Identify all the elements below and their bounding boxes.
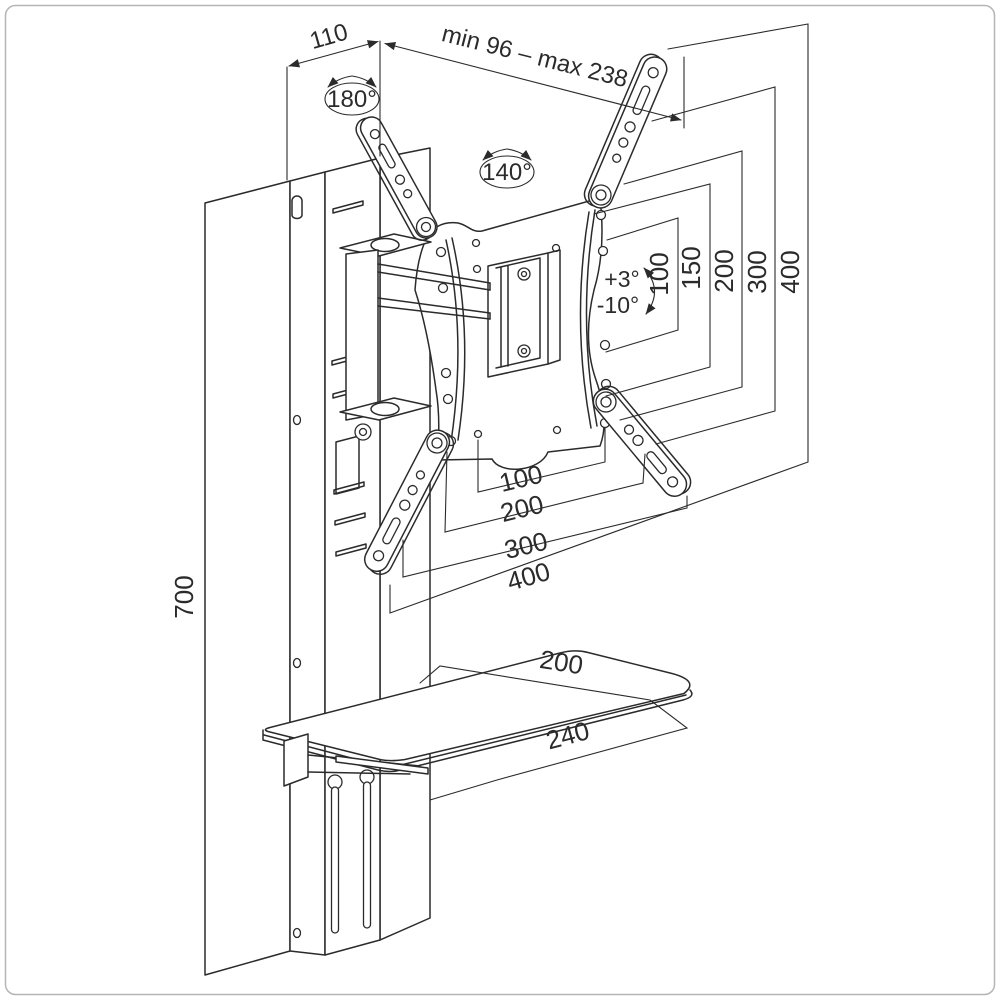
dim-label-height-150: 150: [676, 246, 706, 289]
flange-hole: [292, 414, 302, 426]
dim-vesa-heights: 100 150 200 300 400: [593, 23, 809, 463]
dim-width-400: 400: [389, 461, 809, 614]
arm-track-left: [445, 239, 459, 443]
angle-tilt: +3° -10°: [597, 266, 656, 318]
angle-label-swivel-tv: 140°: [482, 159, 532, 186]
angle-label-tilt-up: +3°: [604, 266, 639, 292]
shelf-bracket: [283, 733, 309, 787]
vesa-arm-bottom-right: [592, 385, 692, 497]
av-shelf: [262, 650, 693, 787]
dim-height-400: 400: [667, 23, 809, 463]
dim-label-column-height: 700: [169, 575, 199, 618]
shelf-brace-lower: [307, 771, 411, 775]
arm-track-left-inner: [451, 237, 466, 441]
vesa-plate: [414, 197, 612, 470]
dim-height-150: 150: [593, 183, 711, 397]
rail-long-slots: [327, 769, 375, 934]
swivel-arm-bars: [377, 263, 491, 320]
canvas-border: [4, 4, 996, 996]
tilt-arrow: [643, 267, 656, 315]
wall-plate-face: [204, 180, 291, 976]
dim-label-height-100: 100: [644, 252, 674, 295]
angle-swivel-arm: 180°: [324, 75, 380, 116]
dim-height-300: 300: [651, 86, 776, 445]
arm-track-right: [579, 211, 592, 429]
angle-label-tilt-down: -10°: [597, 292, 639, 318]
bracket-bottom-flange: [339, 397, 432, 421]
dim-label-height-200: 200: [709, 249, 739, 292]
rail-rect-cutout: [335, 435, 360, 495]
flange-hole: [292, 657, 302, 669]
dim-label-column-depth: 110: [307, 19, 351, 56]
angle-swivel-tv: 140°: [479, 148, 535, 189]
keyhole-slot: [291, 195, 303, 220]
tilt-mechanism-recess: [487, 249, 561, 378]
bracket-top-notch: [370, 237, 400, 253]
angle-label-swivel-arm: 180°: [327, 86, 377, 113]
dim-label-height-400: 400: [775, 250, 805, 293]
shelf-top-surface: [264, 650, 691, 762]
wall-plate: [204, 180, 291, 976]
flange-hole: [292, 927, 302, 939]
pivot-arm-assembly: [339, 233, 491, 441]
dim-label-height-300: 300: [742, 250, 772, 293]
dim-height-200: 200: [619, 150, 743, 421]
dim-label-shelf-depth: 200: [538, 644, 586, 680]
dim-width-200: 200: [444, 451, 646, 533]
bracket-bottom-notch: [370, 401, 400, 417]
bracket-web: [345, 249, 379, 421]
shelf-front-lip: [335, 755, 429, 775]
dim-vesa-widths: 100 200 300 400: [389, 427, 809, 614]
bracket-bolt-center: [358, 427, 368, 437]
rail-left-flange: [289, 171, 326, 956]
dim-height-100: 100: [605, 217, 679, 353]
vesa-arm-bottom-left: [363, 429, 455, 576]
